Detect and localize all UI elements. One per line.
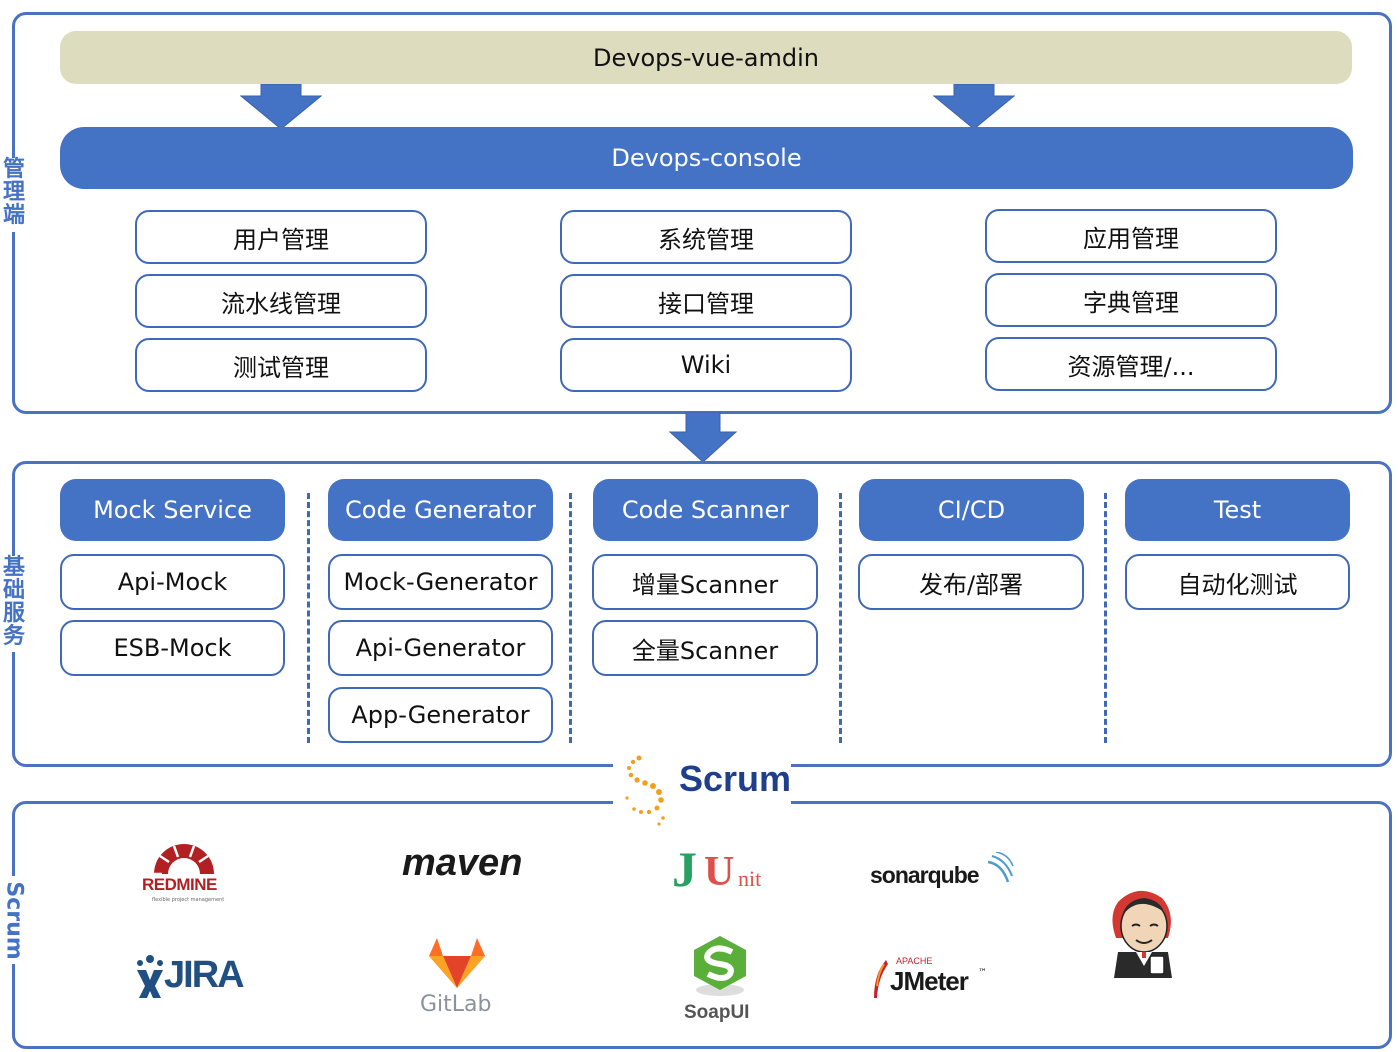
- module-interface: 接口管理: [560, 274, 852, 328]
- service-item: 发布/部署: [858, 554, 1084, 610]
- redmine-tagline: flexible project management: [152, 897, 225, 903]
- module-dictionary: 字典管理: [985, 273, 1277, 327]
- jmeter-apache: APACHE: [896, 956, 933, 966]
- scrum-side-label: Scrum: [0, 876, 29, 964]
- sonar-waves-icon: [987, 852, 1014, 883]
- jmeter-text: JMeter: [890, 966, 969, 996]
- module-pipeline: 流水线管理: [135, 274, 427, 328]
- junit-j: J: [672, 841, 697, 897]
- soapui-text: SoapUI: [684, 1002, 750, 1023]
- column-divider: [569, 493, 572, 743]
- admin-bar: Devops-vue-amdin: [60, 31, 1352, 84]
- jmeter-tm: ™: [978, 968, 987, 978]
- scrum-dots-icon: [625, 755, 665, 826]
- service-head-mock: Mock Service: [60, 479, 285, 541]
- service-item: 全量Scanner: [592, 620, 818, 676]
- services-side-label: 基础服务: [0, 556, 29, 652]
- service-head-cicd: CI/CD: [859, 479, 1084, 541]
- service-item: 增量Scanner: [592, 554, 818, 610]
- soapui-s-icon: [694, 936, 746, 996]
- arrow-down-icon: [933, 84, 1015, 130]
- junit-u: U: [704, 849, 735, 895]
- jira-logo: JIRA: [134, 952, 254, 1002]
- gitlab-fox-icon: [429, 938, 485, 988]
- jmeter-logo: APACHE JMeter ™: [870, 954, 1000, 1002]
- soapui-logo: SoapUI: [680, 934, 760, 1028]
- service-head-codegen: Code Generator: [328, 479, 553, 541]
- maven-text: maven: [402, 842, 523, 884]
- module-resource: 资源管理/...: [985, 337, 1277, 391]
- console-bar: Devops-console: [60, 127, 1353, 189]
- gitlab-logo: GitLab: [418, 936, 496, 1020]
- maven-logo: maven: [402, 842, 542, 892]
- redmine-logo: REDMINE flexible project management: [138, 826, 230, 906]
- junit-nit: nit: [738, 866, 762, 891]
- arrow-down-icon: [668, 412, 738, 463]
- jira-figure-icon: [137, 955, 163, 998]
- jenkins-logo: [1108, 886, 1178, 980]
- column-divider: [839, 493, 842, 743]
- service-item: 自动化测试: [1125, 554, 1350, 610]
- redmine-text: REDMINE: [142, 875, 217, 894]
- scrum-side-text: Scrum: [1, 880, 27, 960]
- module-wiki: Wiki: [560, 338, 852, 392]
- management-side-label: 管理端: [0, 158, 29, 232]
- scrum-logo: Scrum: [613, 744, 791, 832]
- service-head-test: Test: [1125, 479, 1350, 541]
- service-item: Api-Mock: [60, 554, 285, 610]
- service-item: App-Generator: [328, 687, 553, 743]
- junit-logo: J U nit: [672, 840, 772, 900]
- apache-feather-icon: [874, 960, 888, 998]
- scrum-logo-text: Scrum: [679, 758, 792, 799]
- service-head-scanner: Code Scanner: [593, 479, 818, 541]
- jenkins-butler-icon: [1112, 890, 1172, 978]
- module-system: 系统管理: [560, 210, 852, 264]
- module-test: 测试管理: [135, 338, 427, 392]
- column-divider: [1104, 493, 1107, 743]
- sonarqube-text: sonarqube: [870, 862, 980, 888]
- column-divider: [307, 493, 310, 743]
- gitlab-text: GitLab: [420, 992, 492, 1017]
- service-item: Mock-Generator: [328, 554, 553, 610]
- service-item: Api-Generator: [328, 620, 553, 676]
- jira-text: JIRA: [164, 954, 245, 996]
- service-item: ESB-Mock: [60, 620, 285, 676]
- arrow-down-icon: [240, 84, 322, 130]
- sonarqube-logo: sonarqube: [868, 852, 1018, 896]
- module-user: 用户管理: [135, 210, 427, 264]
- module-application: 应用管理: [985, 209, 1277, 263]
- redmine-arch-icon: [154, 844, 214, 876]
